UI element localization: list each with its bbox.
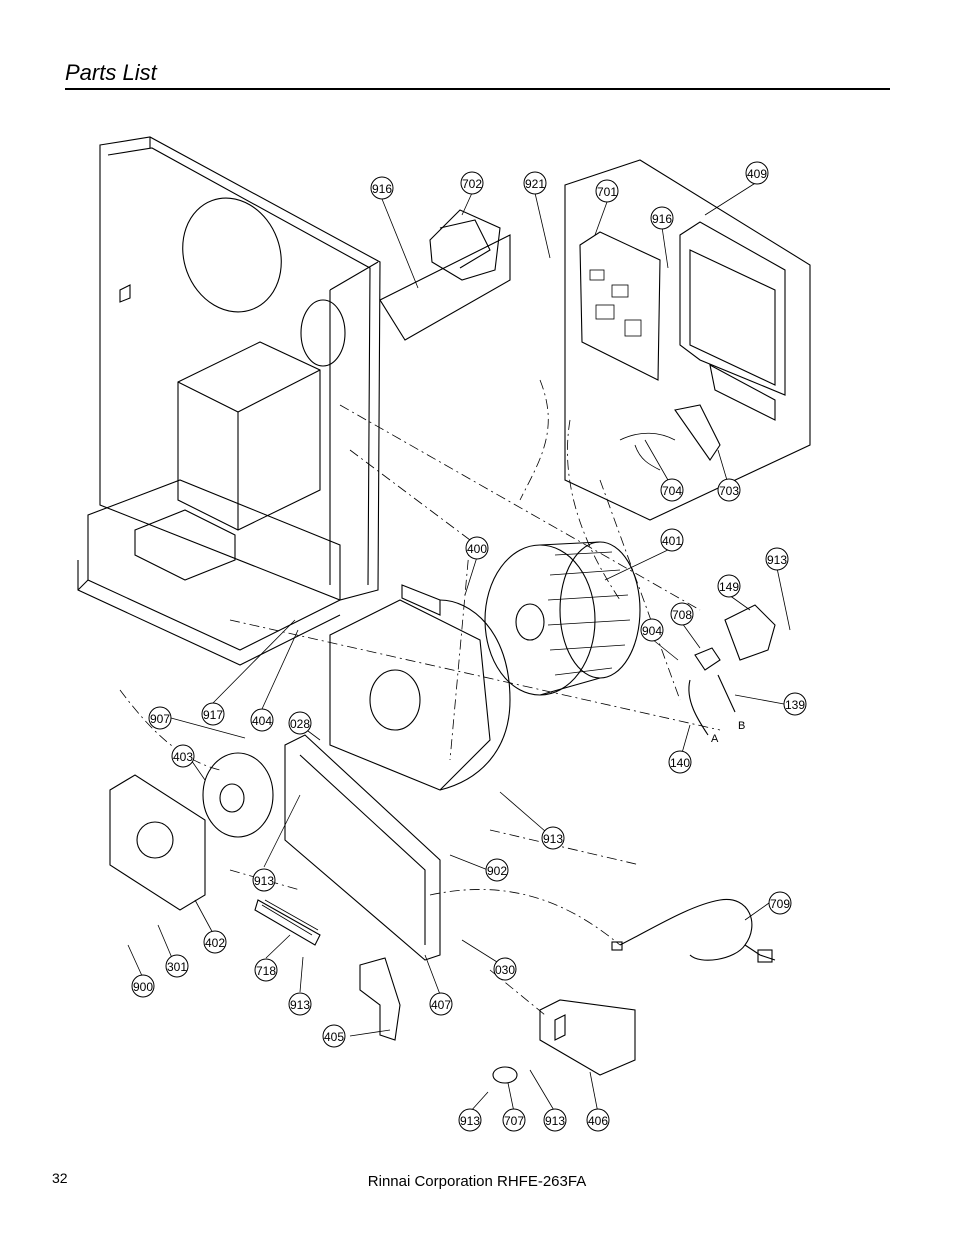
header: Parts List [65,58,890,90]
svg-text:400: 400 [467,542,487,556]
callout-900: 900 [131,974,155,998]
svg-text:917: 917 [203,708,223,722]
callout-921: 921 [523,171,547,195]
callout-702: 702 [460,171,484,195]
callout-403: 403 [171,744,195,768]
svg-text:913: 913 [543,832,563,846]
svg-text:028: 028 [290,717,310,731]
svg-text:709: 709 [770,897,790,911]
svg-text:140: 140 [670,756,690,770]
callout-301: 301 [165,954,189,978]
power-cord-drawing [611,898,776,963]
callout-703: 703 [717,478,741,502]
callout-916a: 916 [370,176,394,200]
callout-030: 030 [493,957,517,981]
svg-text:030: 030 [495,963,515,977]
callout-707: 707 [502,1108,526,1132]
svg-text:707: 707 [504,1114,524,1128]
svg-text:701: 701 [597,185,617,199]
svg-text:718: 718 [256,964,276,978]
control-board-drawing [564,159,811,521]
callout-139: 139 [783,692,807,716]
svg-text:401: 401 [662,534,682,548]
callout-401: 401 [660,528,684,552]
svg-text:916: 916 [372,182,392,196]
callout-718: 718 [254,958,278,982]
callout-028: 028 [288,711,312,735]
svg-text:407: 407 [431,998,451,1012]
svg-text:703: 703 [719,484,739,498]
callout-704: 704 [660,478,684,502]
svg-text:913: 913 [254,874,274,888]
callout-708: 708 [670,602,694,626]
callout-913b: 913 [252,868,276,892]
svg-text:902: 902 [487,864,507,878]
callout-140: 140 [668,750,692,774]
callout-402: 402 [203,930,227,954]
svg-text:913: 913 [545,1114,565,1128]
callout-913f: 913 [543,1108,567,1132]
callout-913a: 913 [765,547,789,571]
callout-904: 904 [640,618,664,642]
transformer-drawing [379,209,511,341]
cabinet-drawing [77,136,381,666]
fan-motor-drawing [109,752,274,911]
svg-text:913: 913 [290,998,310,1012]
svg-text:904: 904 [642,624,662,638]
svg-text:708: 708 [672,608,692,622]
heater-drawing [254,899,321,946]
svg-text:404: 404 [252,714,272,728]
callout-404: 404 [250,708,274,732]
footer-text: Rinnai Corporation RHFE-263FA [367,1173,587,1190]
svg-text:301: 301 [167,960,187,974]
page-number: 32 [52,1170,68,1186]
callout-409: 409 [745,161,769,185]
callout-405: 405 [322,1024,346,1048]
callout-913e: 913 [458,1108,482,1132]
thermostat-drawing [492,1066,518,1084]
svg-text:916: 916 [652,212,672,226]
leader-lines [119,379,721,1016]
svg-text:139: 139 [785,698,805,712]
blower-drawing [329,541,641,791]
svg-text:403: 403 [173,750,193,764]
callout-407: 407 [429,992,453,1016]
callout-902: 902 [485,858,509,882]
callout-406: 406 [586,1108,610,1132]
svg-text:913: 913 [767,553,787,567]
svg-text:907: 907 [150,712,170,726]
callout-701: 701 [595,179,619,203]
callout-913c: 913 [541,826,565,850]
svg-text:913: 913 [460,1114,480,1128]
svg-text:900: 900 [133,980,153,994]
svg-text:704: 704 [662,484,682,498]
svg-text:149: 149 [719,580,739,594]
page-title: Parts List [65,60,157,85]
side-panel-drawing [284,734,441,961]
callout-916b: 916 [650,206,674,230]
cover-406-drawing [539,999,636,1076]
callout-400: 400 [465,536,489,560]
callout-917: 917 [201,702,225,726]
svg-text:406: 406 [588,1114,608,1128]
callout-907: 907 [148,706,172,730]
wire-label-a: A [711,733,719,745]
svg-text:405: 405 [324,1030,344,1044]
sensor-bracket-drawing [688,604,776,736]
bracket-405-drawing [359,957,401,1041]
wire-label-b: B [738,720,745,732]
callout-913d: 913 [288,992,312,1016]
svg-text:702: 702 [462,177,482,191]
callout-leaders [127,181,791,1114]
svg-text:921: 921 [525,177,545,191]
svg-text:402: 402 [205,936,225,950]
callout-149: 149 [717,574,741,598]
callout-709: 709 [768,891,792,915]
svg-text:409: 409 [747,167,767,181]
